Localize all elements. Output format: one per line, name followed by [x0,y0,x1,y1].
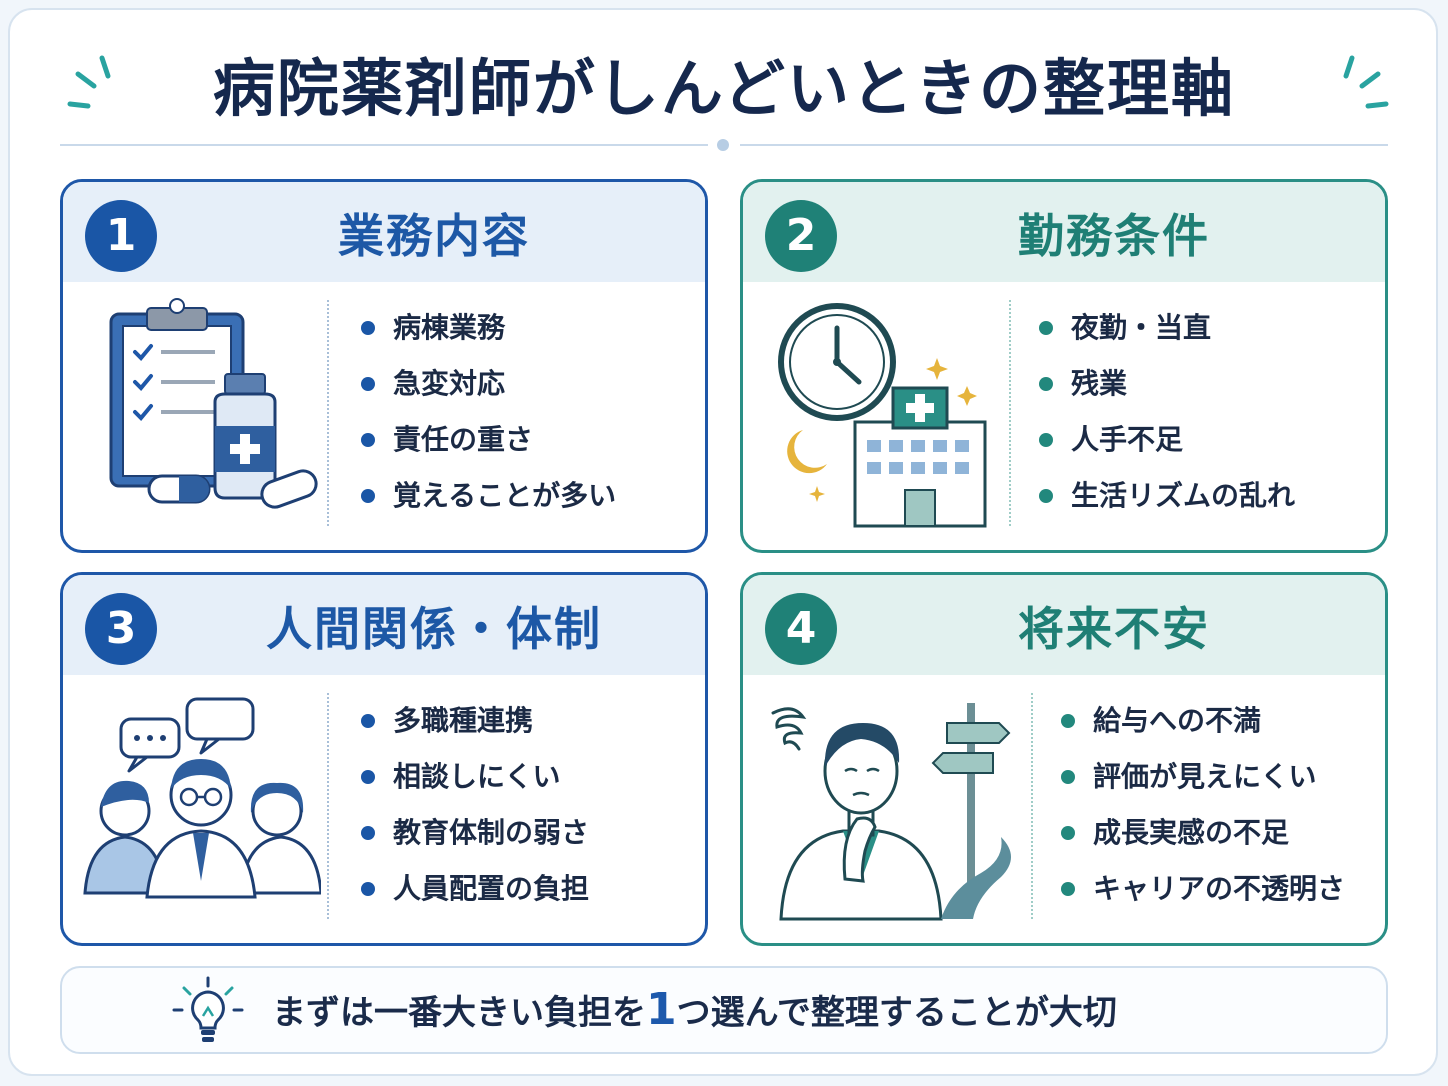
clipboard-medicine-icon [109,298,318,509]
card-title: 将来不安 [1018,602,1210,656]
bullet-icon [361,489,375,503]
item-label: 責任の重さ [393,423,534,456]
bullet-icon [1039,489,1053,503]
worried-pharmacist-signpost-icon [771,703,1011,921]
item-label: 生活リズムの乱れ [1071,479,1296,512]
list-item: 給与への不満 [1059,693,1345,749]
card-item-list: 夜勤・当直 残業 人手不足 生活リズムの乱れ [1037,300,1295,524]
bullet-icon [1061,714,1075,728]
card-number-badge: 3 [85,593,157,665]
bullet-icon [1061,882,1075,896]
item-label: 病棟業務 [393,311,506,344]
left-sparkle-icon [67,55,111,109]
bullet-icon [361,770,375,784]
item-label: 多職種連携 [393,704,534,737]
title-divider [60,144,708,146]
item-label: 評価が見えにくい [1093,760,1317,793]
lightbulb-icon [172,976,244,1042]
bullet-icon [1061,826,1075,840]
item-label: 教育体制の弱さ [393,816,590,849]
clock-hospital-night-icon [778,303,987,528]
page-title: 病院薬剤師がしんどいときの整理軸 [212,52,1236,125]
list-item: 夜勤・当直 [1037,300,1295,356]
card-header: 2 勤務条件 [743,182,1385,282]
footer-tip: まずは一番大きい負担を1つ選んで整理することが大切 [60,966,1388,1054]
list-item: 責任の重さ [359,412,616,468]
item-label: 相談しにくい [393,760,561,793]
card-divider [1009,300,1011,526]
list-item: 残業 [1037,356,1295,412]
right-sparkle-icon [1343,55,1389,109]
list-item: 相談しにくい [359,749,589,805]
card-number-badge: 1 [85,200,157,272]
card-relationships: 3 人間関係・体制 多職種連携 相談しにくい 教育体制の弱さ 人員配置の負担 [60,572,708,946]
list-item: 人員配置の負担 [359,861,589,917]
card-divider [327,693,329,919]
card-divider [1031,693,1033,919]
bullet-icon [361,321,375,335]
bullet-icon [361,714,375,728]
footer-message: まずは一番大きい負担を1つ選んで整理することが大切 [272,968,1117,1052]
item-label: 残業 [1071,367,1128,400]
card-title: 勤務条件 [1018,209,1210,263]
list-item: 評価が見えにくい [1059,749,1345,805]
card-number-badge: 4 [765,593,837,665]
list-item: 成長実感の不足 [1059,805,1345,861]
list-item: 生活リズムの乱れ [1037,468,1295,524]
title-divider [740,144,1388,146]
footer-text-after: つ選んで整理することが大切 [676,993,1117,1033]
card-header: 3 人間関係・体制 [63,575,705,675]
card-item-list: 給与への不満 評価が見えにくい 成長実感の不足 キャリアの不透明さ [1059,693,1345,917]
item-label: キャリアの不透明さ [1093,872,1346,905]
item-label: 夜勤・当直 [1071,311,1212,344]
card-divider [327,300,329,526]
list-item: 教育体制の弱さ [359,805,589,861]
item-label: 覚えることが多い [393,479,617,512]
list-item: 覚えることが多い [359,468,616,524]
card-header: 4 将来不安 [743,575,1385,675]
card-work-conditions: 2 勤務条件 夜勤・当直 残業 人手不足 生活リズムの乱れ [740,179,1388,553]
card-future-anxiety: 4 将来不安 給与への不満 評価が見えにくい 成長実感の不足 キャリアの不透明さ [740,572,1388,946]
list-item: 急変対応 [359,356,616,412]
footer-highlight-number: 1 [646,984,677,1035]
list-item: 人手不足 [1037,412,1295,468]
bullet-icon [361,826,375,840]
card-work-content: 1 業務内容 病棟業務 急変対応 責任の重さ 覚えることが多い [60,179,708,553]
item-label: 人手不足 [1071,423,1184,456]
item-label: 人員配置の負担 [393,872,590,905]
list-item: 多職種連携 [359,693,589,749]
card-title: 業務内容 [338,209,530,263]
bullet-icon [1039,433,1053,447]
team-speech-bubbles-icon [83,697,321,899]
list-item: キャリアの不透明さ [1059,861,1345,917]
title-divider-dot [717,139,729,151]
footer-text-before: まずは一番大きい負担を [272,993,646,1033]
bullet-icon [361,377,375,391]
item-label: 急変対応 [393,367,506,400]
card-header: 1 業務内容 [63,182,705,282]
list-item: 病棟業務 [359,300,616,356]
item-label: 成長実感の不足 [1093,816,1290,849]
item-label: 給与への不満 [1093,704,1262,737]
bullet-icon [1039,321,1053,335]
card-number-badge: 2 [765,200,837,272]
bullet-icon [361,433,375,447]
card-item-list: 多職種連携 相談しにくい 教育体制の弱さ 人員配置の負担 [359,693,589,917]
bullet-icon [361,882,375,896]
bullet-icon [1061,770,1075,784]
card-title: 人間関係・体制 [266,602,602,656]
card-item-list: 病棟業務 急変対応 責任の重さ 覚えることが多い [359,300,616,524]
bullet-icon [1039,377,1053,391]
